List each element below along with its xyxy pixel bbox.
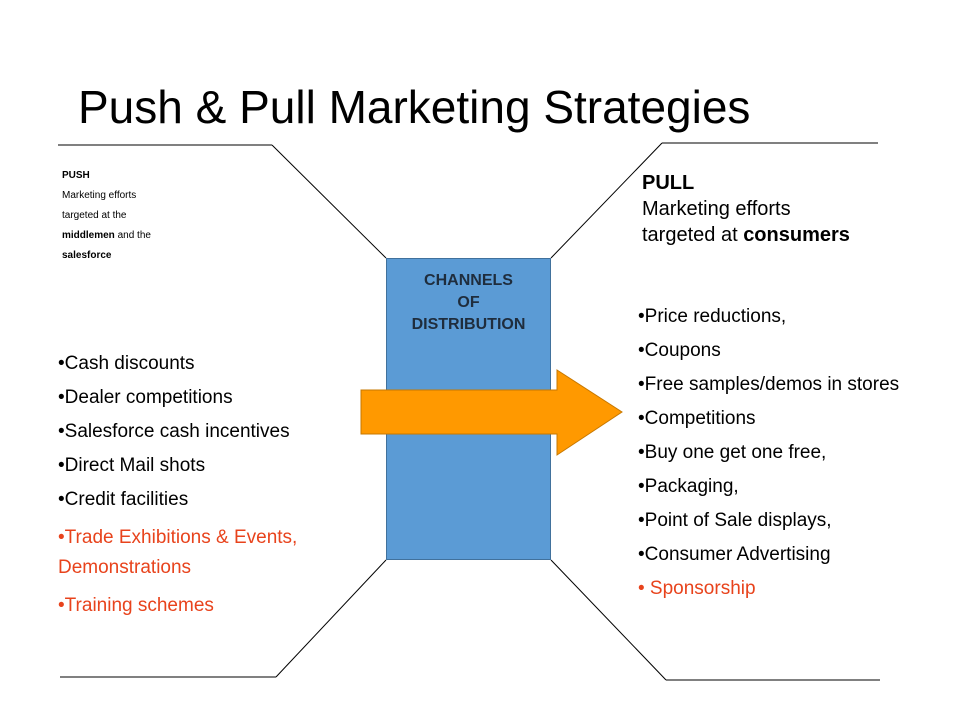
list-item: •Dealer competitions bbox=[58, 387, 233, 408]
channels-label: CHANNELS OF DISTRIBUTION bbox=[386, 270, 551, 336]
list-item: •Cash discounts bbox=[58, 353, 195, 374]
list-item: •Free samples/demos in stores bbox=[638, 374, 900, 395]
push-desc-salesforce: salesforce bbox=[62, 250, 112, 261]
push-tactics-list: •Cash discounts •Dealer competitions •Sa… bbox=[58, 353, 378, 617]
push-desc-line-2: targeted at the bbox=[62, 210, 127, 221]
pull-desc-targeted: targeted at bbox=[642, 224, 744, 246]
list-item: •Competitions bbox=[638, 408, 756, 429]
list-item: •Point of Sale displays, bbox=[638, 510, 832, 531]
channels-label-line-2: OF bbox=[457, 294, 480, 311]
list-item: •Consumer Advertising bbox=[638, 544, 831, 565]
top-left-diagonal bbox=[271, 144, 387, 259]
push-desc-line-1: Marketing efforts bbox=[62, 190, 137, 201]
list-item: •Training schemes bbox=[58, 595, 214, 616]
list-item: •Credit facilities bbox=[58, 489, 189, 510]
list-item: •Coupons bbox=[638, 340, 721, 361]
page-title: Push & Pull Marketing Strategies bbox=[78, 81, 751, 133]
bottom-left-diagonal bbox=[275, 559, 387, 678]
push-heading-block: PUSH Marketing efforts targeted at the m… bbox=[62, 166, 262, 266]
pull-heading: PULL bbox=[642, 172, 695, 194]
channels-label-line-1: CHANNELS bbox=[424, 272, 513, 289]
list-item: •Salesforce cash incentives bbox=[58, 421, 290, 442]
list-item: •Buy one get one free, bbox=[638, 442, 827, 463]
bottom-right-diagonal bbox=[550, 559, 667, 681]
list-item: •Price reductions, bbox=[638, 306, 787, 327]
push-desc-middlemen: middlemen bbox=[62, 230, 115, 241]
push-desc-line-3: middlemen and the bbox=[62, 226, 262, 246]
channels-label-line-3: DISTRIBUTION bbox=[411, 316, 526, 333]
push-desc-and: and the bbox=[114, 230, 151, 241]
list-item: • Sponsorship bbox=[638, 578, 756, 599]
push-heading: PUSH bbox=[62, 170, 90, 181]
pull-desc-consumers: consumers bbox=[743, 224, 850, 246]
list-item: •Direct Mail shots bbox=[58, 455, 206, 476]
pull-tactics-list: •Price reductions, •Coupons •Free sample… bbox=[638, 306, 928, 600]
pull-desc-line-2: targeted at consumers bbox=[642, 222, 942, 248]
list-item: •Trade Exhibitions & Events, Demonstrati… bbox=[58, 527, 298, 578]
arrow-shape bbox=[360, 369, 623, 456]
list-item: •Packaging, bbox=[638, 476, 739, 497]
top-right-diagonal bbox=[550, 142, 663, 259]
pull-desc-line-1: Marketing efforts bbox=[642, 198, 791, 220]
pull-heading-block: PULL Marketing efforts targeted at consu… bbox=[642, 170, 942, 248]
